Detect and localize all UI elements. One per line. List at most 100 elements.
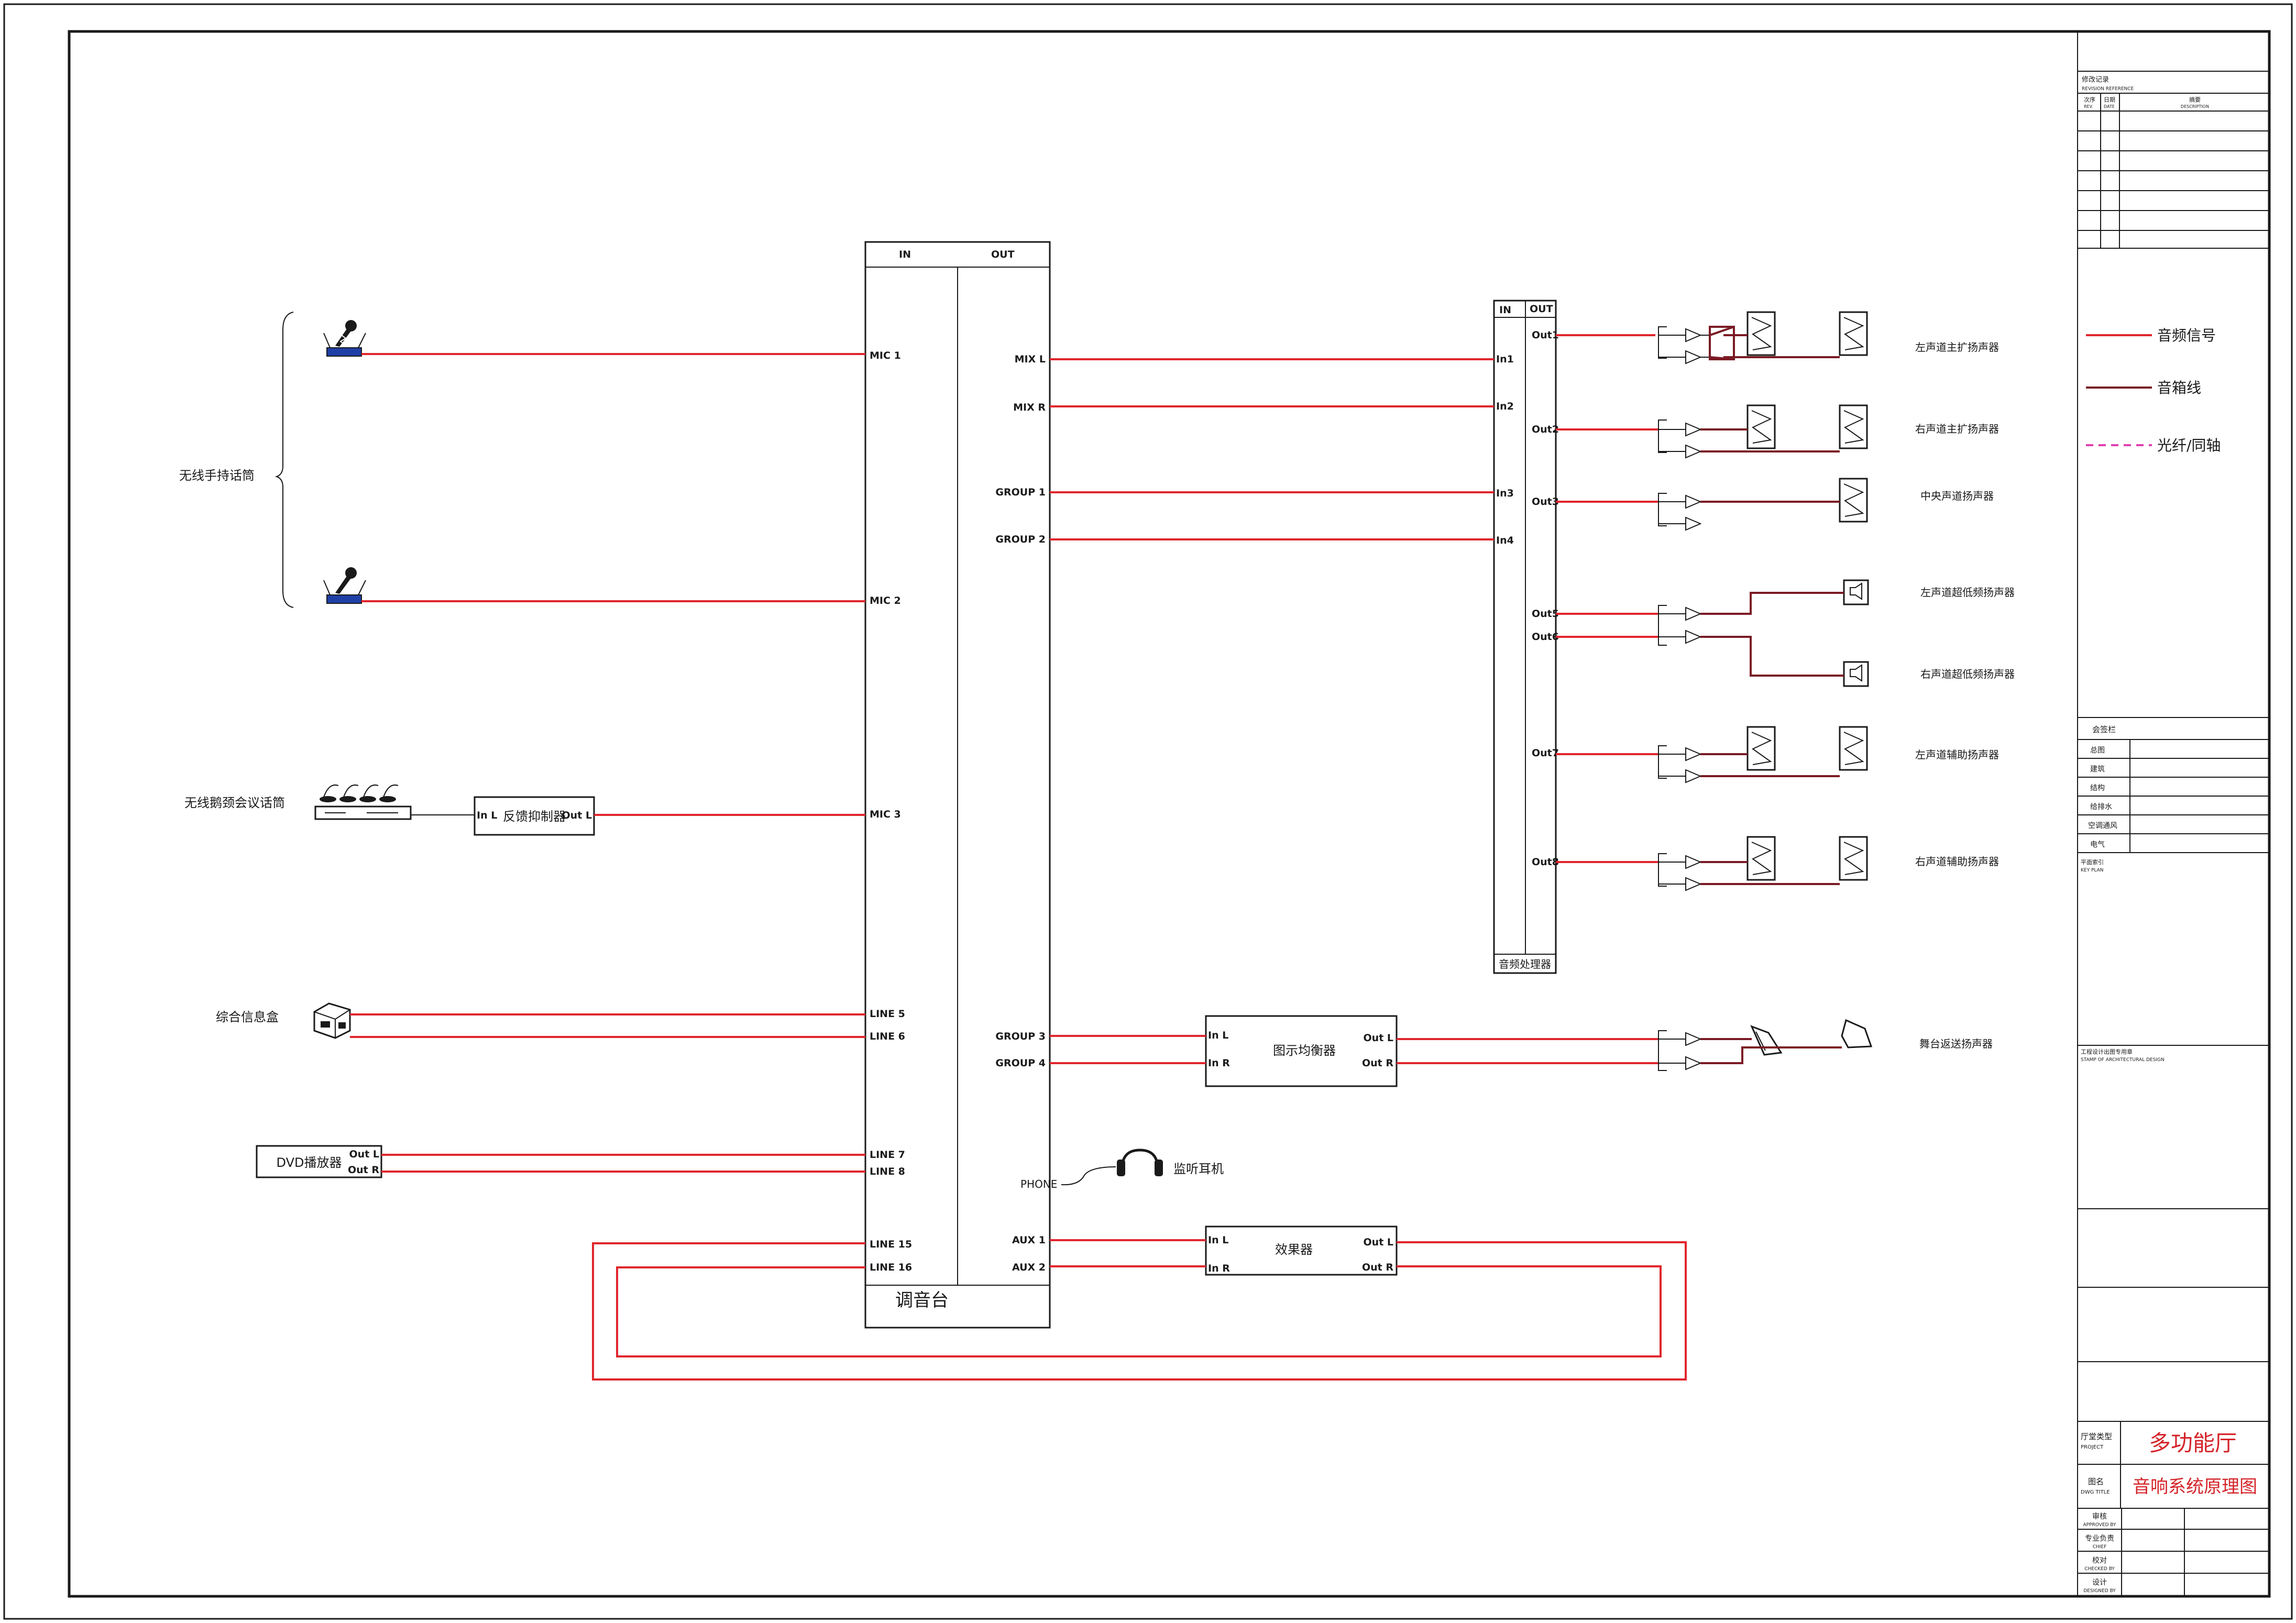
speaker-label-aux-left: 左声道辅助扬声器 xyxy=(1915,748,1999,761)
stamp-label-en: STAMP OF ARCHITECTURAL DESIGN xyxy=(2081,1057,2165,1063)
speaker-label-main-left: 左声道主扩扬声器 xyxy=(1915,341,1999,354)
processor-out1: Out1 xyxy=(1532,329,1559,341)
chain-aux-left xyxy=(1556,726,1868,783)
processor-out2: Out2 xyxy=(1532,424,1559,435)
date-col: 日期 xyxy=(2104,96,2115,103)
drawing-frame xyxy=(68,30,2271,1598)
role-chief-en: CHIEF xyxy=(2093,1544,2107,1550)
sign-row-6: 电气 xyxy=(2090,841,2105,849)
mixer-output-aux2: AUX 2 xyxy=(1012,1262,1046,1273)
effects-unit: 效果器 In L In R Out L Out R xyxy=(1205,1225,1398,1276)
mixer-input-line16: LINE 16 xyxy=(870,1262,912,1273)
dvd-label: DVD播放器 xyxy=(277,1155,342,1170)
graphic-equalizer: 图示均衡器 In L In R Out L Out R xyxy=(1205,1015,1398,1087)
speaker-label-sub-left: 左声道超低频扬声器 xyxy=(1920,586,2015,599)
speaker-label-aux-right: 右声道辅助扬声器 xyxy=(1915,855,1999,868)
mixer-output-group1: GROUP 1 xyxy=(995,487,1046,498)
gooseneck-mic-icon xyxy=(320,785,399,802)
dvd-out-l: Out L xyxy=(349,1149,379,1160)
processor-name: 音频处理器 xyxy=(1499,958,1551,970)
wire-phone xyxy=(1061,1166,1116,1186)
rev-col-en: REV. xyxy=(2084,104,2093,109)
mixer-out-label: OUT xyxy=(991,249,1015,260)
processor-out7: Out7 xyxy=(1532,747,1559,759)
mixer-output-mixl: MIX L xyxy=(1015,354,1046,365)
role-chief: 专业负责 xyxy=(2085,1534,2114,1543)
wire-effects-return-l xyxy=(592,1241,1687,1381)
rev-col: 次序 xyxy=(2084,96,2095,103)
mixer-output-group3: GROUP 3 xyxy=(995,1031,1046,1042)
title-block: 修改记录 REVISION REFERENCE 次序 REV. 日期 DATE … xyxy=(2077,31,2269,1596)
mixer-output-aux1: AUX 1 xyxy=(1012,1234,1046,1246)
key-plan-en: KEY PLAN xyxy=(2081,868,2103,873)
dvd-player: DVD播放器 Out L Out R xyxy=(256,1145,382,1178)
chain-main-right xyxy=(1556,404,1868,459)
revision-title: 修改记录 xyxy=(2082,76,2109,84)
processor-out-label: OUT xyxy=(1530,303,1553,315)
wireless-mic-receiver-2 xyxy=(323,567,366,604)
wireless-mic-label: 无线手持话筒 xyxy=(179,468,255,483)
role-approved-en: APPROVED BY xyxy=(2083,1522,2116,1528)
effects-label: 效果器 xyxy=(1275,1242,1313,1257)
mixer-output-group4: GROUP 4 xyxy=(995,1057,1046,1069)
stamp-label: 工程设计出图专用章 xyxy=(2081,1048,2133,1055)
mixer: IN OUT 调音台 xyxy=(864,241,1051,1329)
role-approved: 审核 xyxy=(2092,1512,2107,1521)
date-col-en: DATE xyxy=(2104,104,2115,109)
role-checked-en: CHECKED BY xyxy=(2084,1566,2115,1572)
speaker-label-sub-right: 右声道超低频扬声器 xyxy=(1920,668,2015,680)
legend: 音频信号 音箱线 光纤/同轴 xyxy=(2086,327,2221,454)
fx-out-r: Out R xyxy=(1362,1262,1393,1273)
headphone-label: 监听耳机 xyxy=(1173,1162,1224,1176)
mixer-input-line6: LINE 6 xyxy=(870,1031,905,1042)
processor-in1: In1 xyxy=(1496,354,1514,365)
mixer-input-line7: LINE 7 xyxy=(870,1149,905,1161)
mixer-in-label: IN xyxy=(899,249,911,260)
speaker-label-main-right: 右声道主扩扬声器 xyxy=(1915,423,1999,435)
conference-mic-label: 无线鹅颈会议话筒 xyxy=(184,796,285,810)
chain-main-left xyxy=(1556,311,1868,365)
fx-in-r: In R xyxy=(1208,1263,1230,1274)
drawing-title: 音响系统原理图 xyxy=(2133,1476,2257,1497)
eq-in-r: In R xyxy=(1208,1057,1230,1069)
speaker-label-stage-monitor: 舞台返送扬声器 xyxy=(1919,1037,1993,1050)
wireless-mic-receiver-1 xyxy=(323,320,366,357)
fx-in-l: In L xyxy=(1208,1234,1228,1246)
equalizer-label: 图示均衡器 xyxy=(1273,1043,1336,1058)
mixer-input-mic3: MIC 3 xyxy=(870,809,901,820)
phone-label: PHONE xyxy=(1020,1178,1057,1190)
info-box-icon xyxy=(313,1002,351,1039)
mixer-input-line15: LINE 15 xyxy=(870,1239,912,1250)
mixer-name: 调音台 xyxy=(895,1290,949,1311)
title-label-en: DWG TITLE xyxy=(2081,1489,2110,1495)
role-designed-en: DESIGNED BY xyxy=(2083,1588,2116,1594)
chain-center xyxy=(1556,478,1868,531)
eq-out-l: Out L xyxy=(1364,1032,1393,1044)
desc-col-en: DESCRIPTION xyxy=(2181,104,2209,109)
mixer-output-group2: GROUP 2 xyxy=(995,534,1046,545)
sign-row-5: 空调通风 xyxy=(2088,822,2117,830)
revision-title-en: REVISION REFERENCE xyxy=(2082,86,2134,92)
info-box-label: 综合信息盒 xyxy=(216,1010,279,1024)
sign-header: 会签栏 xyxy=(2092,725,2116,734)
feedback-suppressor: 反馈抑制器 In L Out L xyxy=(474,796,595,836)
sign-row-2: 建筑 xyxy=(2090,765,2105,774)
processor-in4: In4 xyxy=(1496,535,1514,546)
eq-out-r: Out R xyxy=(1362,1057,1393,1069)
sheet-border xyxy=(3,3,2293,1620)
mixer-input-line8: LINE 8 xyxy=(870,1166,905,1177)
processor-in3: In3 xyxy=(1496,488,1514,499)
dvd-out-r: Out R xyxy=(348,1164,379,1176)
eq-in-l: In L xyxy=(1208,1030,1228,1041)
role-designed: 设计 xyxy=(2092,1578,2107,1587)
processor-in2: In2 xyxy=(1496,401,1514,412)
mixer-input-mic1: MIC 1 xyxy=(870,350,901,361)
processor-out6: Out6 xyxy=(1532,631,1559,643)
fx-out-l: Out L xyxy=(1364,1236,1393,1248)
processor-out5: Out5 xyxy=(1532,608,1559,620)
chain-subwoofer xyxy=(1556,579,1869,687)
audio-processor: IN OUT 音频处理器 xyxy=(1493,300,1557,974)
chain-aux-right xyxy=(1556,836,1868,891)
speaker-label-center: 中央声道扬声器 xyxy=(1920,490,1994,502)
